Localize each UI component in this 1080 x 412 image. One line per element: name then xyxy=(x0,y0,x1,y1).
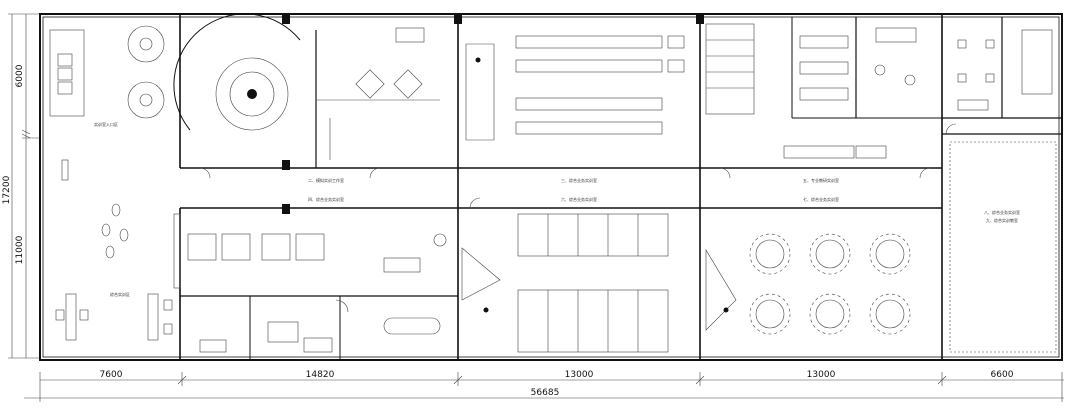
dimension-lines xyxy=(8,13,1064,402)
round-table-room-furniture xyxy=(705,233,911,335)
comp-lab-top-furniture xyxy=(465,35,685,141)
comp-lab-bottom-furniture xyxy=(461,213,669,353)
room-label-sim: 二、模拟实训工作室 xyxy=(308,177,344,183)
dim-bay-3: 13000 xyxy=(565,370,594,380)
room-label-mid-2: 七、综合业务实训室 xyxy=(803,196,839,202)
room-label-top-right: 五、专业教研实训室 xyxy=(803,177,839,183)
dim-bay-5: 6600 xyxy=(991,370,1014,380)
dim-left-upper: 6000 xyxy=(15,64,25,87)
room-label-right-big: 九、综合实训教室 xyxy=(986,217,1018,223)
outer-walls xyxy=(39,13,1063,361)
dim-bottom-total: 56685 xyxy=(531,388,560,398)
room-label-comp-2: 四、综合业务实训室 xyxy=(308,196,344,202)
dim-bay-4: 13000 xyxy=(807,370,836,380)
dim-left-total: 17200 xyxy=(2,175,12,204)
bay5-bottom xyxy=(949,141,1057,353)
room-label-mid-1: 六、综合业务实训室 xyxy=(561,196,597,202)
room-label-zone-a-bottom: 综合实训区 xyxy=(110,291,130,297)
bay4-top-furniture xyxy=(705,23,917,159)
dim-left-lower: 11000 xyxy=(15,235,25,264)
structural-columns xyxy=(282,14,704,214)
left-zone-furniture xyxy=(49,25,173,341)
office-room-furniture xyxy=(173,213,447,353)
door-swings xyxy=(199,123,957,313)
bay5-top-furniture xyxy=(957,29,1053,111)
sim-room-furniture xyxy=(173,13,440,160)
dim-bay-2: 14820 xyxy=(306,370,335,380)
dim-bay-1: 7600 xyxy=(100,370,123,380)
room-label-zone-a-top: 实训室入口区 xyxy=(94,121,118,127)
interior-walls xyxy=(179,14,1062,360)
room-label-comp-1: 三、综合业务实训室 xyxy=(561,177,597,183)
room-label-mid-3: 八、综合业务实训室 xyxy=(984,209,1020,215)
